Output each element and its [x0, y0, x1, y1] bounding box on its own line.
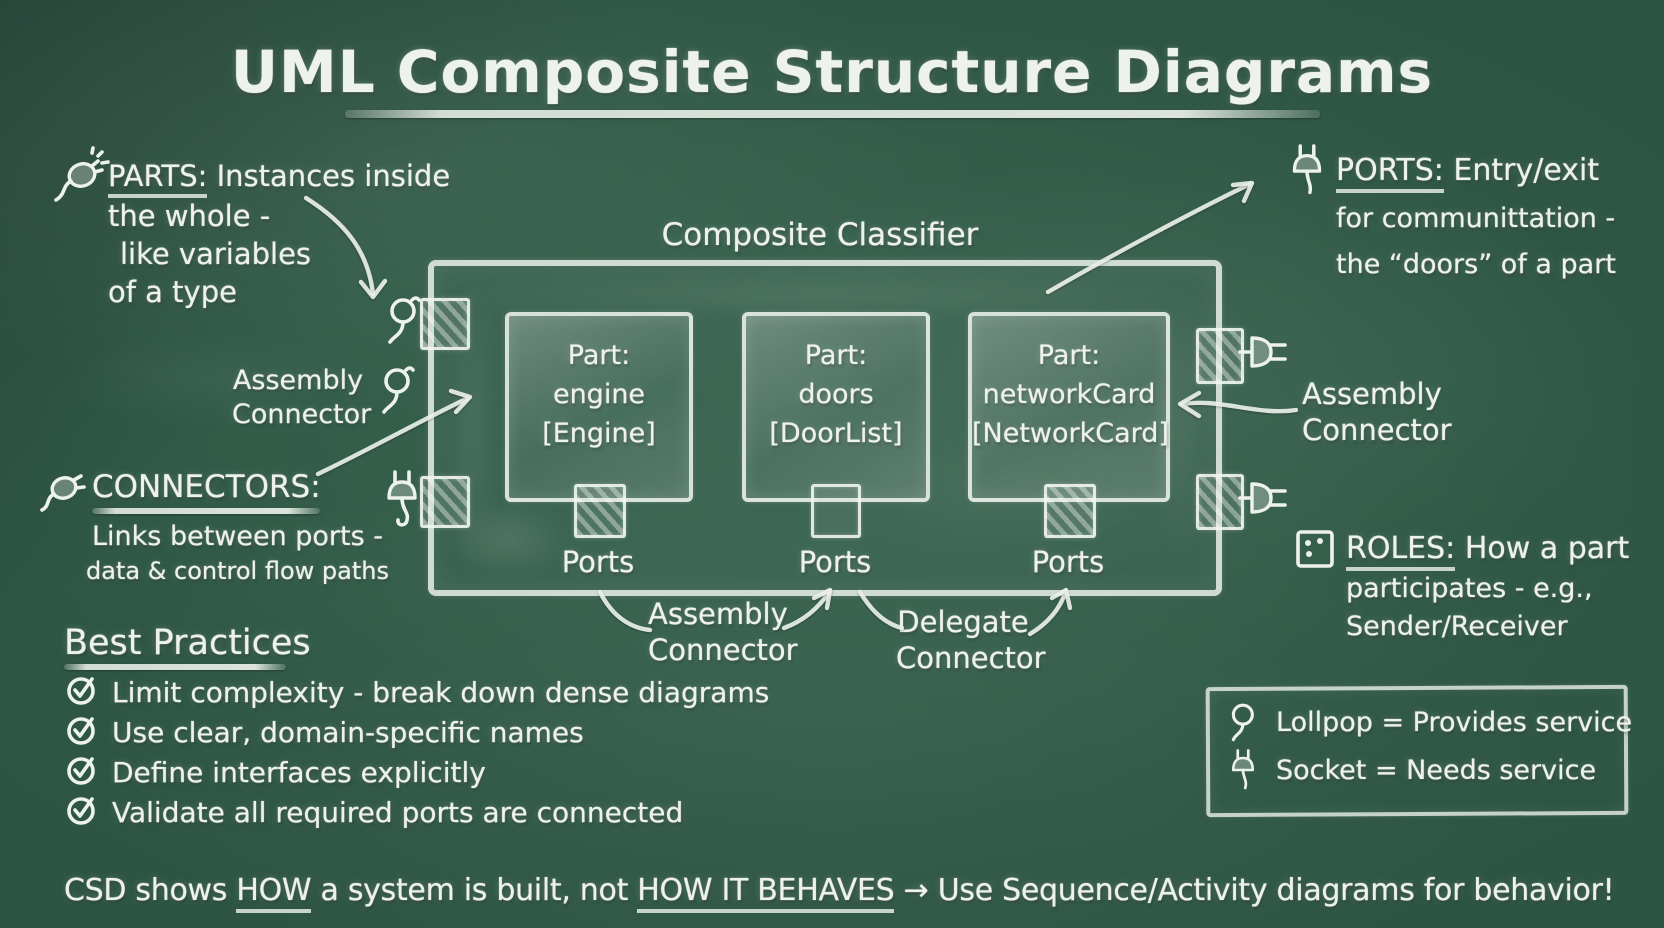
legend-socket-label: Socket = Needs service [1276, 755, 1597, 786]
arrow-glyph: → [903, 873, 929, 908]
label-line: Assembly [232, 365, 364, 396]
connectors-underline [92, 508, 320, 514]
assembly-connector-right-label: Assembly Connector [1302, 376, 1452, 449]
label-line: Assembly [1302, 377, 1442, 411]
part-box-doors: Part: doors [DoorList] [742, 312, 930, 502]
parts-note-line2: the whole - [108, 199, 271, 233]
footer-how: HOW [236, 873, 312, 913]
check-icon [66, 674, 98, 706]
ports-note-line3: the “doors” of a part [1336, 249, 1616, 280]
port-square-engine [574, 484, 626, 538]
title-underline [345, 110, 1320, 118]
part-title: Part: [804, 340, 868, 371]
parts-note-line4: of a type [108, 275, 237, 309]
best-practice-item: Define interfaces explicitly [66, 754, 486, 790]
roles-note-line3: Sender/Receiver [1346, 611, 1568, 642]
roles-note-line2: participates - e.g., [1346, 573, 1593, 604]
label-line: Connector [648, 633, 798, 668]
item-text: Define interfaces explicitly [112, 756, 486, 789]
wall-port-right-bottom [1196, 474, 1244, 530]
ports-label-doors: Ports [798, 545, 872, 579]
footer-segment: CSD shows [64, 873, 228, 908]
wall-port-right-top [1196, 328, 1244, 384]
lollipop-icon [382, 366, 415, 414]
part-type: [Engine] [542, 418, 656, 449]
legend-box [1205, 684, 1629, 818]
lollipop-icon [1231, 703, 1254, 742]
ports-label-networkcard: Ports [1031, 545, 1105, 579]
best-practices-heading: Best Practices [64, 623, 311, 663]
roles-note-line1: ROLES: How a part [1346, 530, 1630, 571]
spark-plug-icon [54, 146, 110, 202]
item-text: Validate all required ports are connecte… [112, 796, 684, 829]
check-icon [66, 794, 98, 826]
label-line: Connector [1302, 413, 1452, 448]
legend-lollipop-label: Lollpop = Provides service [1276, 707, 1633, 738]
part-name: engine [552, 379, 646, 410]
parts-term: PARTS: [108, 159, 208, 198]
plug-right-icon [1238, 482, 1287, 514]
composite-classifier-label: Composite Classifier [661, 217, 979, 253]
footer-segment: Use Sequence/Activity diagrams for behav… [937, 873, 1615, 908]
parts-after: Instances inside [216, 159, 451, 193]
parts-note-line1: PARTS: Instances inside [108, 158, 451, 198]
ports-label-engine: Ports [561, 545, 635, 579]
check-icon [66, 714, 98, 746]
part-title: Part: [1037, 340, 1101, 371]
delegate-arrow [1027, 587, 1073, 637]
best-practice-item: Use clear, domain-specific names [66, 714, 584, 750]
assembly-connector-bottom-label: Assembly Connector [648, 596, 798, 669]
best-practices-underline [64, 664, 286, 670]
wall-port-left-top [420, 298, 470, 350]
socket-plug-icon [1231, 749, 1255, 790]
connectors-note-line3: data & control flow paths [86, 557, 389, 585]
label-line: Connector [896, 641, 1046, 676]
footer-note: CSD shows HOW a system is built, not HOW… [64, 872, 1615, 913]
port-square-doors [811, 484, 861, 538]
label-line: Connector [232, 398, 372, 430]
check-icon [66, 754, 98, 786]
plug-right-icon [1238, 336, 1287, 368]
wall-port-left-bottom [420, 476, 470, 528]
connectors-term: CONNECTORS: [92, 469, 321, 505]
item-text: Use clear, domain-specific names [112, 716, 584, 749]
best-practice-item: Validate all required ports are connecte… [66, 794, 683, 830]
part-box-networkcard: Part: networkCard [NetworkCard] [968, 312, 1170, 502]
connectors-note-line2: Links between ports - [92, 521, 384, 552]
item-text: Limit complexity - break down dense diag… [112, 676, 770, 709]
page-title: UML Composite Structure Diagrams [230, 38, 1434, 106]
ports-note-line2: for communittation - [1336, 203, 1616, 234]
label-line: Delegate [897, 605, 1029, 639]
parts-arrow [303, 195, 388, 300]
roles-term: ROLES: [1346, 531, 1456, 571]
parts-note-line3: like variables [120, 237, 312, 271]
part-type: [NetworkCard] [972, 418, 1169, 449]
connectors-note-line1: CONNECTORS: [92, 468, 321, 507]
best-practice-item: Limit complexity - break down dense diag… [66, 674, 769, 710]
roles-after: How a part [1464, 531, 1630, 566]
delegate-connector-label: Delegate Connector [896, 604, 1046, 677]
port-square-networkcard [1044, 484, 1096, 538]
ports-note-line1: PORTS: Entry/exit [1336, 152, 1600, 193]
part-name: networkCard [982, 379, 1156, 410]
roles-icon [1296, 530, 1334, 568]
part-box-engine: Part: engine [Engine] [505, 312, 693, 502]
socket-plug-icon [1292, 144, 1322, 195]
lollipop-icon [388, 296, 421, 344]
footer-segment: a system is built, not [320, 873, 629, 908]
part-title: Part: [567, 340, 631, 371]
ports-term: PORTS: [1336, 153, 1444, 193]
assembly-bottom-curve [597, 589, 653, 633]
part-type: [DoorList] [769, 418, 903, 449]
plug-icon [40, 474, 86, 512]
socket-plug-icon [387, 470, 417, 527]
ports-after: Entry/exit [1453, 153, 1600, 188]
footer-behaves: HOW IT BEHAVES [637, 873, 895, 913]
part-name: doors [798, 379, 874, 410]
assembly-connector-left-label: Assembly Connector [232, 364, 371, 432]
label-line: Assembly [648, 597, 788, 631]
